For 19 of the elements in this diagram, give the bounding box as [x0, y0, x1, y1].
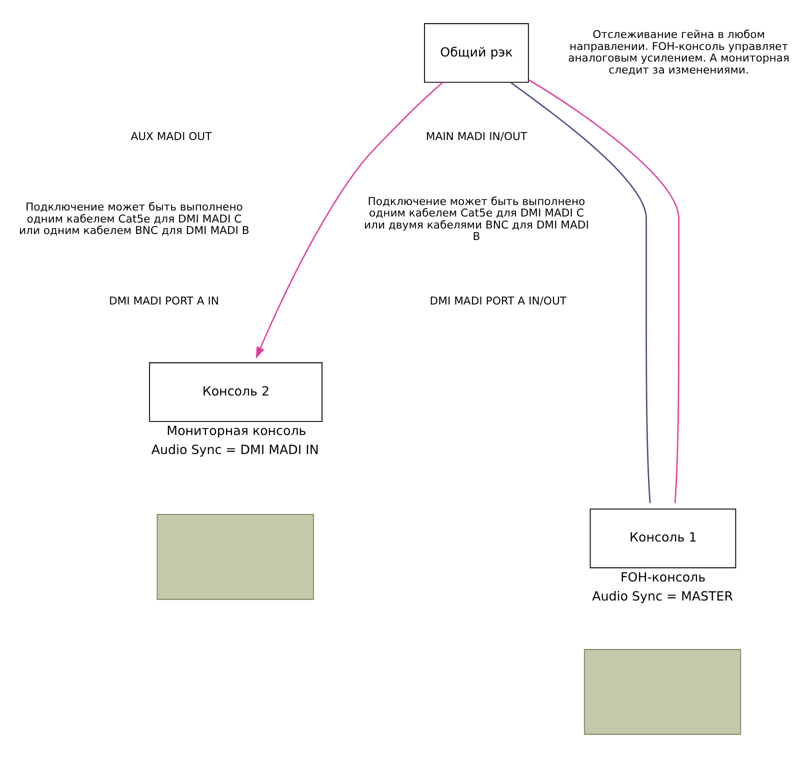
label: Отслеживание гейна в любом направлении. FOH-консоль управляет аналоговым усилением. А мониторная следит за изменениями.	[568, 28, 790, 76]
node-box	[156, 514, 314, 600]
connector	[528, 79, 680, 504]
node-label: Мониторная консоль	[166, 423, 306, 438]
label: AUX MADI OUT	[130, 130, 212, 144]
node-box: Консоль 1	[590, 508, 736, 568]
node-label: Audio Sync = MASTER	[592, 588, 734, 604]
node-box: Консоль 2	[149, 362, 322, 422]
connector	[510, 82, 651, 504]
node-label: FOH-консоль	[620, 569, 706, 584]
label: DMI MADI PORT A IN/OUT	[430, 294, 567, 308]
label: DMI MADI PORT A IN	[108, 294, 220, 308]
node-label: Audio Sync = DMI MADI IN	[151, 442, 319, 458]
label: Подключение может быть выполнено одним кабелем Cat5e для DMI MADI C или двумя кабелями BNC для DMI MADI B	[364, 194, 589, 244]
label: MAIN MADI IN/OUT	[426, 130, 528, 144]
arrow	[256, 82, 444, 359]
label: Подключение может быть выполнено одним кабелем Cat5e для DMI MADI C или одним кабелем BNC для DMI MADI B	[19, 200, 250, 238]
node-box	[584, 649, 742, 735]
node-box: Общий рэк	[424, 23, 529, 83]
